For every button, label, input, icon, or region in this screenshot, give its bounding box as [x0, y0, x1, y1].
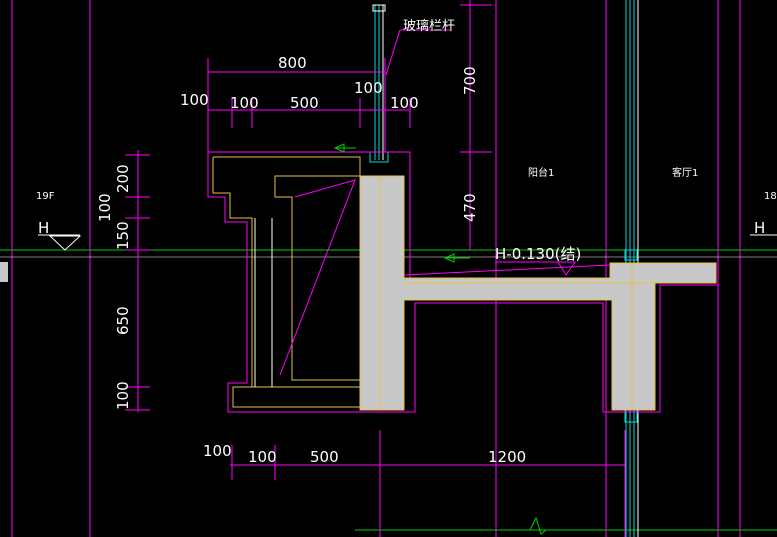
floor-left-label: 19F — [36, 191, 55, 202]
dim-bot-100: 100 — [248, 448, 277, 466]
bottom-dimensions — [230, 430, 626, 537]
floor-right-label: 18F — [764, 191, 777, 202]
living-room-label: 客厅1 — [672, 166, 698, 179]
level-markers — [0, 234, 777, 282]
text-labels: 玻璃栏杆 阳台1 客厅1 19F 18F H H H-0.130(结) — [36, 19, 777, 263]
dim-v-100-b: 100 — [114, 381, 132, 410]
dim-bot-500: 500 — [310, 448, 339, 466]
dim-v-650: 650 — [114, 306, 132, 335]
dim-bot-100-left: 100 — [203, 442, 232, 460]
dim-v-700: 700 — [461, 66, 479, 95]
leaders — [333, 29, 611, 276]
level-marker-right: H — [754, 219, 765, 237]
left-dimensions — [125, 150, 150, 412]
balcony-label: 阳台1 — [528, 166, 554, 179]
dim-top-500: 500 — [290, 94, 319, 112]
railing-label: 玻璃栏杆 — [403, 19, 455, 34]
dim-v-150: 150 — [114, 221, 132, 250]
parapet-precast — [212, 156, 361, 408]
dim-top-100-b: 100 — [354, 79, 383, 97]
dim-v-200: 200 — [114, 164, 132, 193]
dim-top-800: 800 — [278, 54, 307, 72]
dimension-texts: 800 100 100 500 100 100 700 470 200 100 … — [96, 54, 526, 466]
elevation-label: H-0.130(结) — [495, 245, 581, 263]
dim-bot-1200: 1200 — [488, 448, 526, 466]
dim-top-100-left: 100 — [180, 91, 209, 109]
top-dimensions — [207, 0, 492, 250]
dim-top-100-c: 100 — [390, 94, 419, 112]
dim-v-100-a: 100 — [96, 193, 114, 222]
concrete-structure — [359, 175, 717, 411]
level-marker-left: H — [38, 219, 49, 237]
dim-top-100-a: 100 — [230, 94, 259, 112]
dim-v-470: 470 — [461, 193, 479, 222]
